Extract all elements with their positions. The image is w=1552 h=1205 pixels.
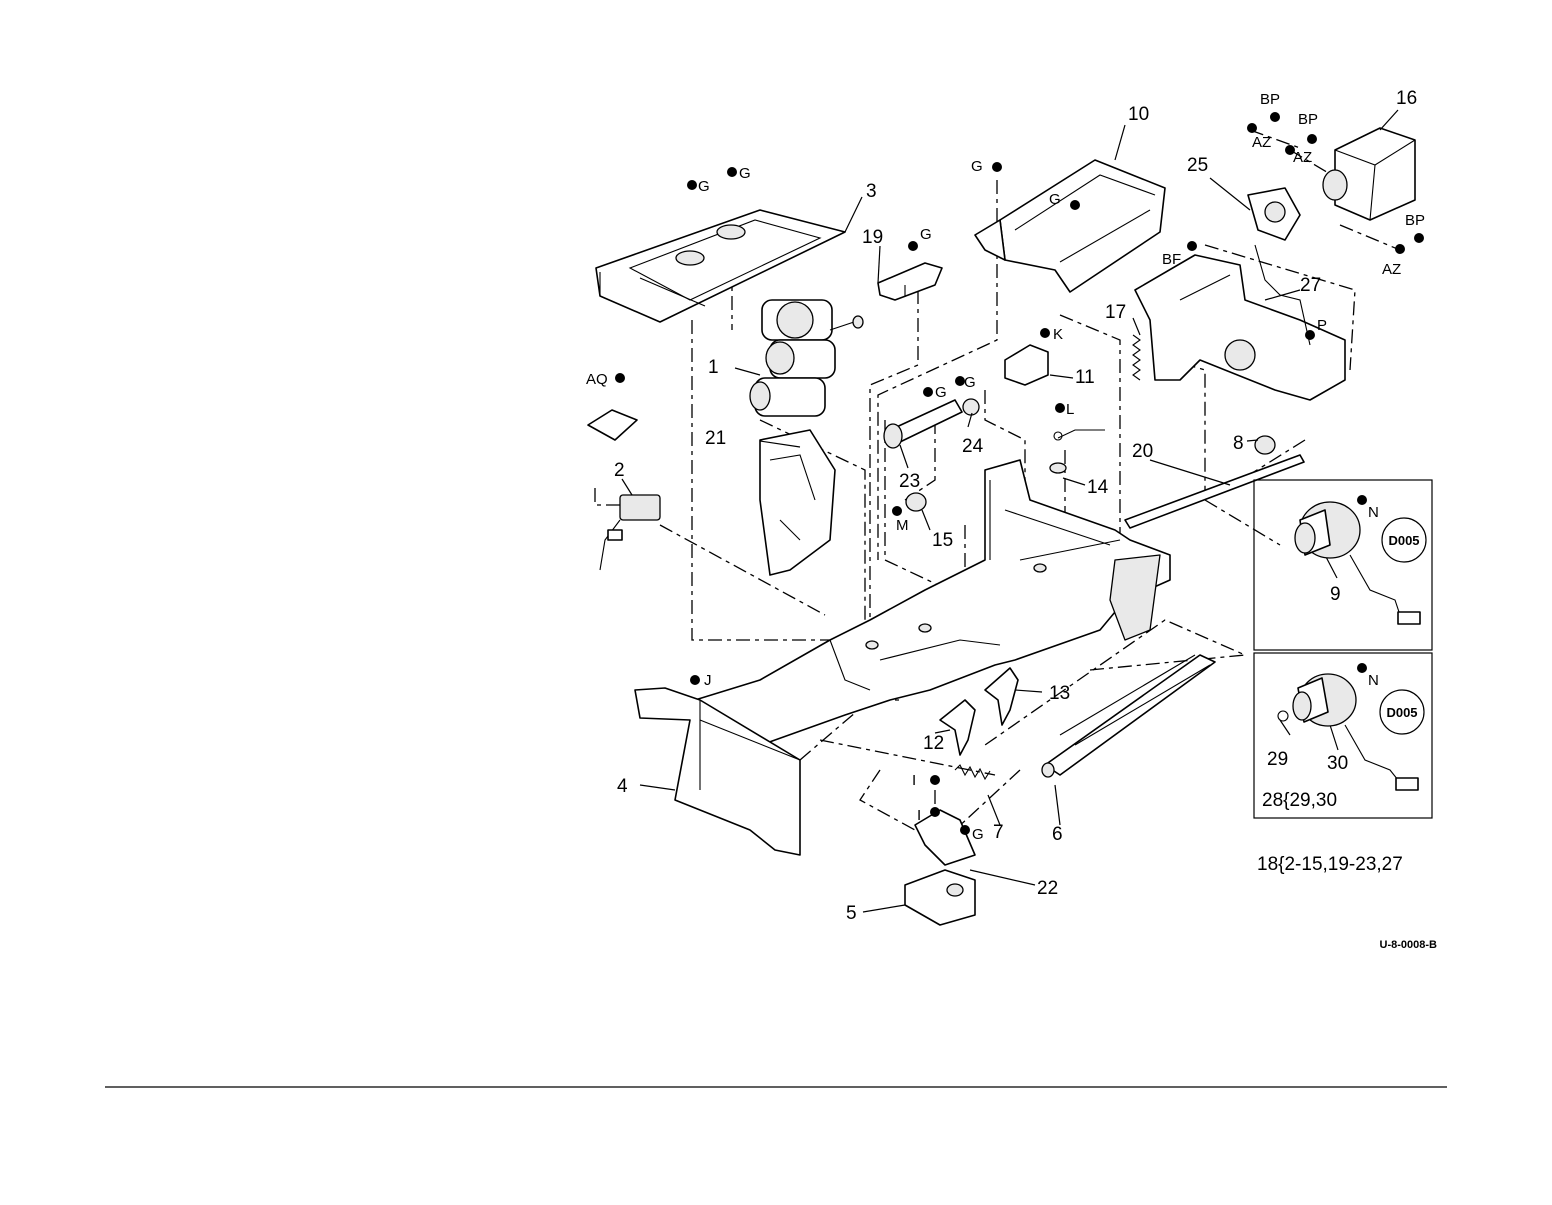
badge-d005: D005 [1388, 533, 1419, 548]
ref-label: G [698, 178, 710, 195]
part-label: 14 [1087, 477, 1109, 498]
ref-label: BP [1260, 91, 1280, 108]
part-label: 2 [614, 460, 625, 481]
part-6-roller [1042, 655, 1215, 777]
ref-label: G [920, 226, 932, 243]
screw-dot [727, 167, 737, 177]
ref-label: I [912, 772, 916, 789]
ref-label: M [896, 517, 909, 534]
part-label: 10 [1128, 104, 1149, 125]
screw-dot [1187, 241, 1197, 251]
screw-dot [1357, 495, 1367, 505]
screw-dot [960, 825, 970, 835]
part-10-upper-duct [975, 160, 1165, 292]
part-label: 19 [862, 227, 883, 248]
part-21-guide [760, 430, 835, 575]
ref-label: AZ [1293, 149, 1312, 166]
ref-label: N [1368, 672, 1379, 689]
part-24-motor-plate [1248, 188, 1300, 240]
part-label: 6 [1052, 824, 1063, 845]
ref-label: N [1368, 504, 1379, 521]
part-12-lever [940, 700, 975, 755]
ref-label: G [739, 165, 751, 182]
part-label: 8 [1233, 433, 1244, 454]
ref-label: G [935, 384, 947, 401]
part-label: 20 [1132, 441, 1153, 462]
part-label: 24 [962, 436, 984, 457]
screw-dot [1307, 134, 1317, 144]
part-label: 4 [617, 776, 628, 797]
part-label: 23 [899, 471, 920, 492]
part-1-roller-assembly [750, 300, 863, 416]
part-label: 11 [1075, 367, 1095, 388]
part-label: 17 [1105, 302, 1126, 323]
ref-label: AZ [1252, 134, 1271, 151]
screw-dot [1357, 663, 1367, 673]
ref-label: G [964, 374, 976, 391]
screw-dot [892, 506, 902, 516]
ref-label: I [917, 807, 921, 824]
part-13-lever [985, 668, 1018, 725]
part-label: 29 [1267, 749, 1288, 770]
part-label: 5 [846, 903, 857, 924]
screw-dot [615, 373, 625, 383]
part-11-actuator [1005, 345, 1048, 385]
part-label: 22 [1037, 878, 1058, 899]
ref-label: AQ [586, 371, 608, 388]
part-label: 21 [705, 428, 726, 449]
ref-label: J [704, 672, 712, 689]
kit-18-note: 18{2-15,19-23,27 [1257, 854, 1403, 875]
ref-label: G [1049, 191, 1061, 208]
part-2-sensor [588, 410, 660, 570]
screw-dot [930, 775, 940, 785]
part-label: 12 [923, 733, 944, 754]
screw-dot [992, 162, 1002, 172]
badge-d005: D005 [1386, 705, 1417, 720]
part-label: 9 [1330, 584, 1341, 605]
ref-label: AZ [1382, 261, 1401, 278]
screw-dot [1395, 244, 1405, 254]
ref-label: BP [1298, 111, 1318, 128]
screw-dot [1070, 200, 1080, 210]
screw-dot [1040, 328, 1050, 338]
ref-label: BP [1405, 212, 1425, 229]
part-label: 25 [1187, 155, 1208, 176]
screw-dot [690, 675, 700, 685]
part-label: 1 [708, 357, 719, 378]
part-label: 15 [932, 530, 953, 551]
part-5-cover [905, 870, 975, 925]
figure-code: U-8-0008-B [1380, 939, 1438, 951]
part-7-spring [955, 765, 990, 779]
ref-label: G [971, 158, 983, 175]
screw-dot [687, 180, 697, 190]
part-label: 3 [866, 181, 877, 202]
ref-label: L [1066, 401, 1074, 418]
part-label: 13 [1049, 683, 1070, 704]
screw-dot [1305, 330, 1315, 340]
part-16-motor [1323, 128, 1415, 220]
screw-dot [1247, 123, 1257, 133]
screw-dot [1055, 403, 1065, 413]
part-label: 27 [1300, 275, 1321, 296]
part-label: 7 [993, 822, 1004, 843]
kit-28-note: 28{29,30 [1262, 790, 1337, 811]
ref-label: BF [1162, 251, 1181, 268]
part-17-spring [1133, 335, 1140, 380]
screw-dot [1270, 112, 1280, 122]
inset-part-9 [1254, 480, 1432, 650]
part-label: 16 [1396, 88, 1417, 109]
part-label: 30 [1327, 753, 1348, 774]
screw-dot [1414, 233, 1424, 243]
screw-dot [908, 241, 918, 251]
ref-label: P [1317, 317, 1327, 334]
ref-label: K [1053, 326, 1063, 343]
screw-dot [923, 387, 933, 397]
screw-dot [930, 807, 940, 817]
part-27-bracket [915, 810, 975, 865]
part-14-lever [1050, 430, 1105, 473]
ref-label: G [972, 826, 984, 843]
part-20-bracket [878, 263, 942, 300]
